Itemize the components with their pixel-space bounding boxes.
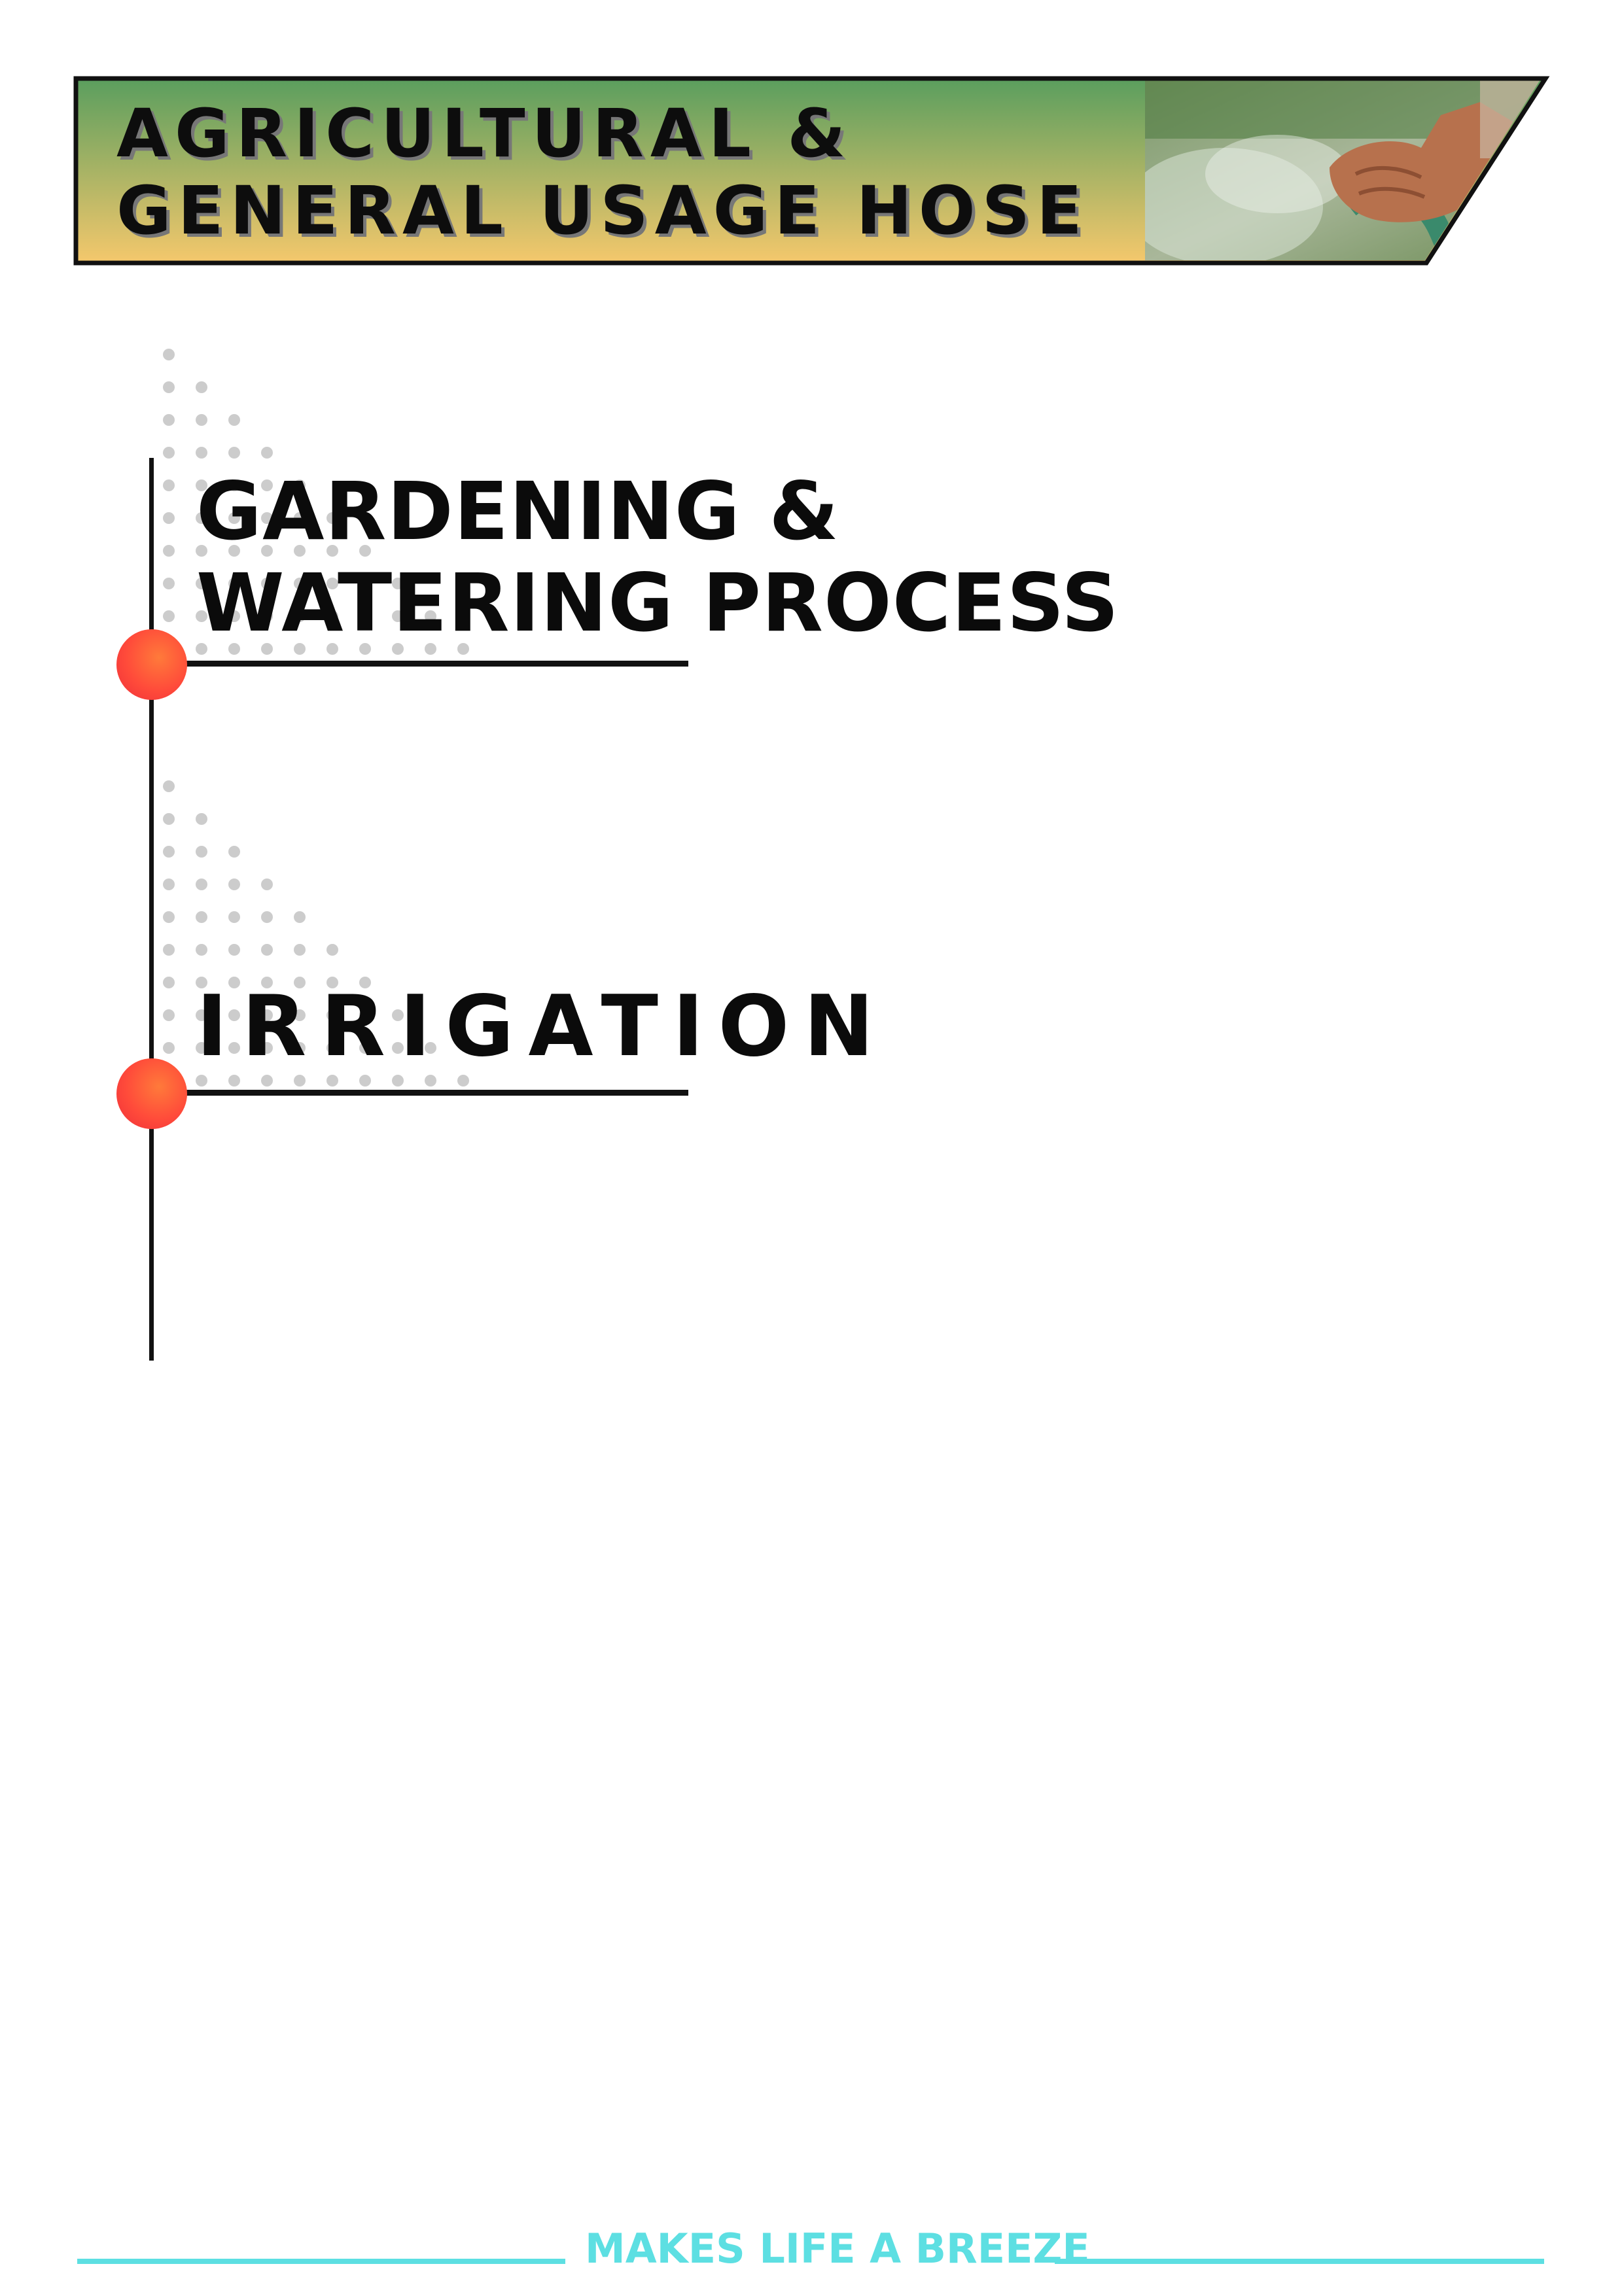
section-underline-irrigation bbox=[183, 1090, 688, 1096]
timeline-node-gardening bbox=[116, 629, 187, 700]
section-title-gardening: GARDENING & WATERING PROCESS bbox=[196, 466, 1120, 649]
section-title-gardening-line-2: WATERING PROCESS bbox=[196, 557, 1120, 650]
banner-title-line-1: AGRICULTURAL & bbox=[116, 95, 853, 173]
footer-tagline: MAKES LIFE A BREEZE bbox=[585, 2225, 1090, 2272]
timeline-vertical-line bbox=[149, 458, 154, 1361]
footer-line-left bbox=[77, 2259, 565, 2264]
header-banner-graphic bbox=[73, 76, 1550, 266]
section-title-irrigation: IRRIGATION bbox=[196, 978, 889, 1075]
header-banner: AGRICULTURAL & GENERAL USAGE HOSE bbox=[73, 76, 1551, 266]
section-underline-gardening bbox=[183, 661, 688, 667]
banner-title-line-2: GENERAL USAGE HOSE bbox=[116, 172, 1089, 250]
footer-line-right bbox=[1055, 2259, 1544, 2264]
banner-title: AGRICULTURAL & GENERAL USAGE HOSE bbox=[116, 96, 1089, 250]
dot-pattern-2 bbox=[163, 780, 469, 1087]
section-title-gardening-line-1: GARDENING & bbox=[196, 465, 839, 558]
timeline-node-irrigation bbox=[116, 1058, 187, 1129]
